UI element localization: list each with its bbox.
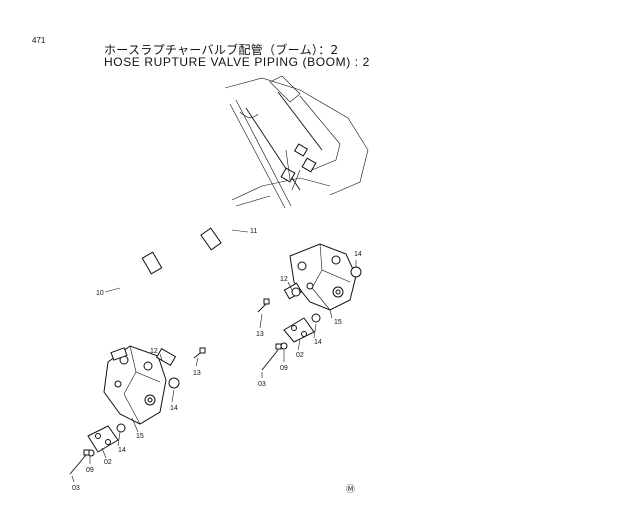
flange-upper-group bbox=[257, 298, 321, 371]
pipe-10-icon bbox=[101, 231, 174, 360]
callout-12: 12 bbox=[280, 276, 288, 283]
hose-rupture-valve-upper-icon bbox=[283, 243, 362, 311]
callout-labels: 10 11 12 13 14 15 14 02 09 03 12 13 14 1… bbox=[72, 228, 362, 492]
o-ring-icon bbox=[116, 423, 126, 433]
flange-lower-group bbox=[69, 347, 206, 475]
callout-03: 03 bbox=[72, 485, 80, 492]
callout-11: 11 bbox=[250, 228, 257, 235]
washer-icon bbox=[280, 342, 288, 350]
title-english: HOSE RUPTURE VALVE PIPING (BOOM) : 2 bbox=[104, 55, 370, 69]
footer-mark: Ⓜ bbox=[346, 484, 355, 494]
callout-14: 14 bbox=[354, 251, 362, 258]
pipe-11-icon bbox=[177, 183, 290, 300]
callout-14: 14 bbox=[170, 405, 178, 412]
page-number: 471 bbox=[32, 36, 46, 45]
callout-12: 12 bbox=[150, 348, 158, 355]
o-ring-icon bbox=[168, 377, 180, 389]
callout-02: 02 bbox=[296, 352, 304, 359]
o-ring-icon bbox=[311, 313, 321, 323]
leader-lines bbox=[71, 229, 357, 483]
flange-plate-icon bbox=[87, 425, 119, 453]
callout-15: 15 bbox=[334, 319, 342, 326]
title-japanese: ホースラプチャーバルブ配管（ブーム）：2 bbox=[104, 43, 339, 57]
bolt-icon bbox=[261, 349, 279, 371]
callout-10: 10 bbox=[96, 290, 104, 297]
callout-13: 13 bbox=[256, 331, 264, 338]
callout-09: 09 bbox=[280, 365, 288, 372]
o-ring-icon bbox=[350, 266, 362, 278]
flange-plate-icon bbox=[283, 317, 315, 343]
boom-overview-icon bbox=[224, 75, 369, 209]
hose-rupture-valve-lower-icon bbox=[103, 345, 180, 425]
o-ring-icon bbox=[291, 287, 301, 297]
callout-03: 03 bbox=[258, 381, 266, 388]
callout-09: 09 bbox=[86, 467, 94, 474]
callout-02: 02 bbox=[104, 459, 112, 466]
callout-14: 14 bbox=[314, 339, 322, 346]
callout-14: 14 bbox=[118, 447, 126, 454]
bolt-icon bbox=[69, 454, 87, 475]
callout-15: 15 bbox=[136, 433, 144, 440]
callout-13: 13 bbox=[193, 370, 201, 377]
